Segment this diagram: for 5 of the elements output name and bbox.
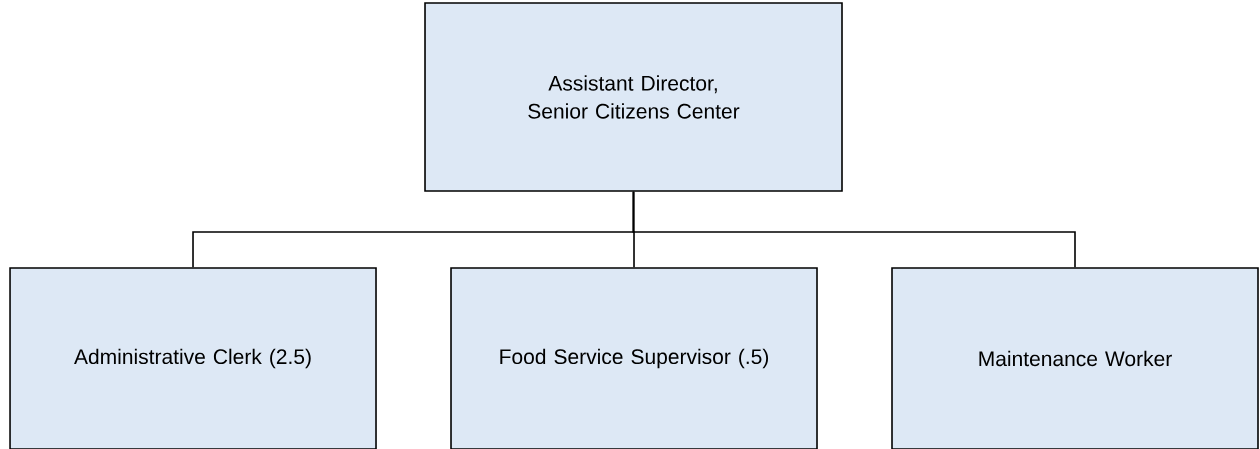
connector-line (632, 191, 1076, 268)
position-box: Administrative Clerk (2.5) (9, 267, 377, 449)
position-box: Maintenance Worker (891, 267, 1259, 449)
position-box: Assistant Director, Senior Citizens Center (424, 2, 843, 192)
position-box: Food Service Supervisor (.5) (450, 267, 818, 449)
